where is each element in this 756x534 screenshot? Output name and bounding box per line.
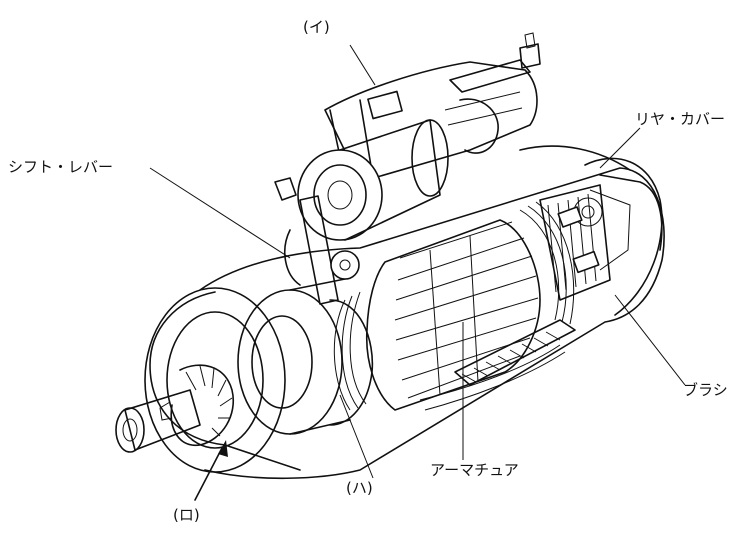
label-shift-lever: シフト・レバー xyxy=(8,158,114,176)
label-ro: (ロ) xyxy=(173,506,200,524)
commutator-brush-assembly xyxy=(539,184,611,301)
leader-lines xyxy=(149,44,686,501)
label-brush: ブラシ xyxy=(683,381,728,399)
yoke-housing xyxy=(199,145,665,480)
leader-line-shift-lever xyxy=(149,167,291,259)
drive-end-housing xyxy=(144,287,301,473)
label-rear-cover: リヤ・カバー xyxy=(635,110,726,128)
leader-line-brush xyxy=(614,294,686,386)
magnetic-switch-solenoid xyxy=(297,32,541,241)
shift-lever xyxy=(274,177,360,305)
leader-line-ha xyxy=(339,394,374,479)
leader-arrow-ro-head xyxy=(218,440,228,457)
leader-line-i xyxy=(349,44,376,86)
pinion-gear xyxy=(115,364,235,453)
field-coil-windings xyxy=(333,201,575,411)
label-ha: (ハ) xyxy=(346,479,373,497)
yoke-cutaway-hatch xyxy=(454,319,576,386)
label-i: (イ) xyxy=(303,18,330,36)
armature-core xyxy=(365,219,541,411)
label-armature: アーマチュア xyxy=(430,461,519,479)
leader-line-rear-cover xyxy=(599,127,641,169)
leader-arrow-ro xyxy=(194,447,223,501)
